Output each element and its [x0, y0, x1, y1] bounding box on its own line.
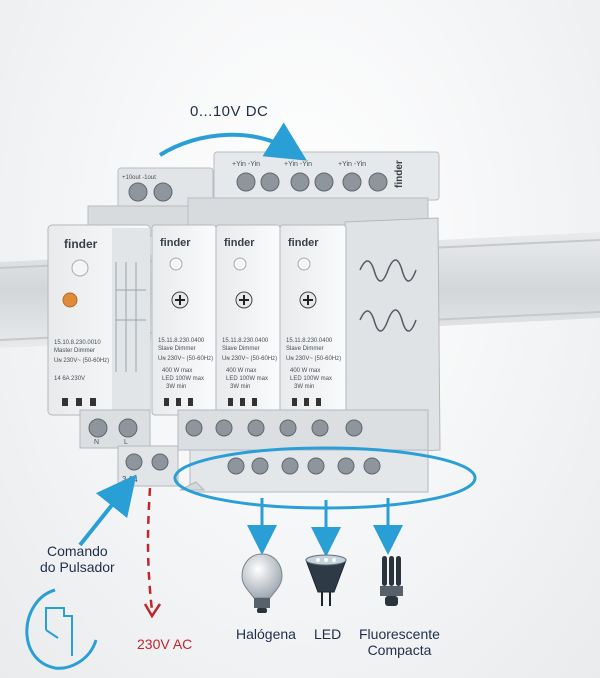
master-voltage: Uɴ 230V~ (50-60Hz) — [54, 358, 109, 364]
slave-2-model: 15.11.8.230.0400 — [222, 338, 269, 344]
slave-dimmer-module-3: finder 15.11.8.230.0400 Slave Dimmer Uɴ … — [279, 224, 347, 416]
led-spot-icon — [305, 554, 347, 606]
slave-2-led: LED 100W max — [226, 376, 268, 382]
master-brand: finder — [64, 237, 98, 251]
master-top-terminals-label: +10out -1out — [122, 175, 156, 181]
fluorescent-label-line1: Fluorescente — [359, 626, 440, 642]
slave-1-led: LED 100W max — [162, 376, 204, 382]
slave-2-brand: finder — [224, 237, 255, 249]
slave-1-top-terminals-label: +Yin -Yin — [232, 161, 260, 168]
slave-3-brand: finder — [288, 237, 319, 249]
slave-3-min: 3W min — [294, 384, 314, 390]
halogen-bulb-icon — [241, 553, 283, 613]
svg-text:finder: finder — [394, 160, 405, 188]
push-button-icon — [25, 588, 98, 670]
ac-supply-arrow — [146, 487, 154, 611]
slave-1-type: Slave Dimmer — [158, 346, 196, 352]
signal-arrow — [158, 122, 307, 161]
slave-3-top-terminals-label: +Yin -Yin — [338, 161, 366, 168]
slave-3-type: Slave Dimmer — [286, 346, 324, 352]
master-current: 14 6A 230V — [54, 376, 85, 382]
slave-top-terminal-block: +Yin -Yin +Yin -Yin +Yin -Yin finder — [187, 151, 440, 231]
command-arrow — [78, 474, 137, 547]
master-model: 15.10.8.230.0010 — [54, 340, 101, 346]
master-led-indicator — [62, 292, 78, 308]
slave-1-model: 15.11.8.230.0400 — [158, 338, 205, 344]
slave-dimmer-module-2: finder 15.11.8.230.0400 Slave Dimmer Uɴ … — [215, 224, 281, 416]
slave-2-top-terminals-label: +Yin -Yin — [284, 161, 312, 168]
slave-2-voltage: Uɴ 230V~ (50-60Hz) — [222, 356, 277, 362]
slave-1-voltage: Uɴ 230V~ (50-60Hz) — [158, 356, 213, 362]
slave-bottom-terminals — [177, 409, 429, 493]
master-terminal-l: L — [124, 439, 128, 446]
fluorescent-label: Fluorescente Compacta — [359, 626, 440, 658]
master-type: Master Dimmer — [54, 348, 95, 354]
signal-label: 0...10V DC — [190, 103, 269, 120]
slave-2-type: Slave Dimmer — [222, 346, 260, 352]
halogen-label: Halógena — [236, 626, 296, 642]
master-bottom-terminals: N L 3 14 — [79, 409, 179, 487]
slave-dimmer-module-1: finder 15.11.8.230.0400 Slave Dimmer Uɴ … — [151, 224, 217, 416]
command-label-line2: do Pulsador — [40, 559, 115, 575]
slave-3-led: LED 100W max — [290, 376, 332, 382]
ac-supply-label: 230V AC — [137, 636, 193, 652]
slave-3-model: 15.11.8.230.0400 — [286, 338, 333, 344]
slave-2-min: 3W min — [230, 384, 250, 390]
slave-3-power: 400 W max — [290, 368, 320, 374]
cfl-bulb-icon — [380, 556, 403, 606]
master-terminal-n: N — [94, 439, 99, 446]
command-label: Comando do Pulsador — [40, 543, 115, 575]
slave-1-power: 400 W max — [162, 368, 192, 374]
slave-1-min: 3W min — [166, 384, 186, 390]
led-label: LED — [314, 626, 342, 642]
command-label-line1: Comando — [47, 543, 108, 559]
push-button-terminals: 3 14 — [122, 475, 138, 484]
slave-1-brand: finder — [160, 237, 191, 249]
slave-2-power: 400 W max — [226, 368, 256, 374]
master-dimmer-module: finder 15.10.8.230.0010 Master Dimmer Uɴ… — [47, 224, 151, 416]
slave-3-voltage: Uɴ 230V~ (50-60Hz) — [286, 356, 341, 362]
fluorescent-label-line2: Compacta — [367, 642, 432, 658]
